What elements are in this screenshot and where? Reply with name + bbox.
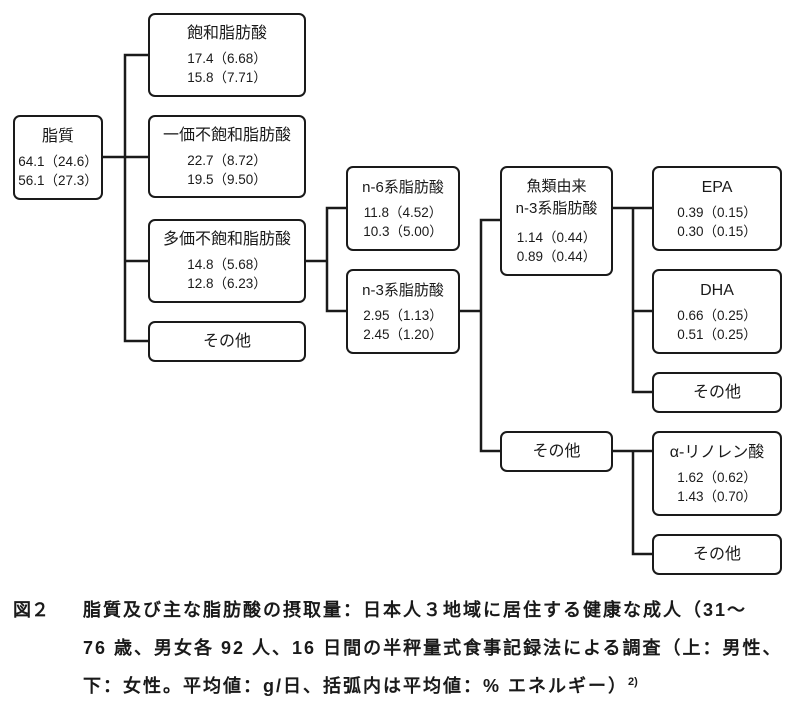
node-value-upper: 0.39（0.15）	[677, 204, 757, 220]
node-title: その他	[202, 332, 251, 350]
node-title: 一価不飽和脂肪酸	[162, 126, 291, 144]
node-value-upper: 17.4（6.68）	[187, 51, 267, 66]
n3-fatty-acid-node: n-3系脂肪酸 2.95（1.13） 2.45（1.20）	[346, 269, 460, 354]
node-title: n-6系脂肪酸	[362, 178, 444, 196]
connector-lipid-trunk	[101, 53, 150, 343]
node-value-lower: 56.1（27.3）	[18, 172, 98, 188]
node-title: 多価不飽和脂肪酸	[162, 231, 291, 248]
node-title: 脂質	[41, 127, 74, 145]
fish-n3-other-node: その他	[652, 372, 782, 413]
polyunsaturated-fatty-acid-node: 多価不飽和脂肪酸 14.8（5.68） 12.8（6.23）	[148, 219, 306, 303]
node-value-upper: 11.8（4.52）	[363, 204, 443, 220]
figure-label: 図２	[13, 600, 49, 620]
caption-line-3-text: 下：女性。平均値：g/日、括弧内は平均値：% エネルギー）	[83, 676, 628, 696]
caption-line-3: 下：女性。平均値：g/日、括弧内は平均値：% エネルギー）2)	[83, 667, 795, 705]
node-value-lower: 19.5（9.50）	[187, 171, 267, 187]
node-title: その他	[532, 442, 581, 460]
figure-caption: 脂質及び主な脂肪酸の摂取量：日本人３地域に居住する健康な成人（31～ 76 歳、…	[83, 591, 795, 705]
alpha-linolenic-acid-node: α-リノレン酸 1.62（0.62） 1.43（0.70）	[652, 431, 782, 516]
node-value-upper: 14.8（5.68）	[187, 257, 267, 272]
caption-line-2: 76 歳、男女各 92 人、16 日間の半秤量式食事記録法による調査（上：男性、	[83, 638, 783, 658]
node-value-upper: 64.1（24.6）	[18, 153, 98, 169]
node-title: その他	[692, 545, 741, 563]
node-value-upper: 22.7（8.72）	[187, 152, 267, 168]
lipid-other-node: その他	[148, 321, 306, 362]
node-value-lower: 15.8（7.71）	[187, 70, 267, 85]
epa-node: EPA 0.39（0.15） 0.30（0.15）	[652, 166, 782, 251]
node-value-upper: 1.14（0.44）	[516, 230, 597, 245]
node-value-lower: 0.51（0.25）	[677, 326, 757, 342]
node-value-lower: 10.3（5.00）	[363, 223, 443, 239]
alpha-linolenic-other-node: その他	[652, 534, 782, 575]
node-title: α-リノレン酸	[669, 443, 765, 461]
node-title: DHA	[700, 281, 734, 299]
node-value-upper: 2.95（1.13）	[363, 307, 443, 323]
connector-polyunsaturated-branch	[304, 206, 348, 313]
node-title-line2: n-3系脂肪酸	[515, 200, 598, 217]
node-value-lower: 0.30（0.15）	[677, 223, 757, 239]
caption-reference: 2)	[628, 676, 638, 688]
node-title-line1: 魚類由来	[526, 178, 587, 195]
connector-lines	[101, 53, 654, 556]
node-value-lower: 1.43（0.70）	[677, 488, 757, 504]
node-title: n-3系脂肪酸	[362, 281, 444, 299]
fish-derived-n3-node: 魚類由来 n-3系脂肪酸 1.14（0.44） 0.89（0.44）	[500, 166, 613, 276]
connector-n3-other-branch	[611, 449, 654, 556]
dha-node: DHA 0.66（0.25） 0.51（0.25）	[652, 269, 782, 354]
saturated-fatty-acid-node: 飽和脂肪酸 17.4（6.68） 15.8（7.71）	[148, 13, 306, 97]
node-value-lower: 2.45（1.20）	[363, 326, 443, 342]
node-value-lower: 12.8（6.23）	[187, 276, 267, 291]
connector-fish-n3-branch	[611, 206, 654, 394]
caption-line-1: 脂質及び主な脂肪酸の摂取量：日本人３地域に居住する健康な成人（31～	[83, 600, 748, 620]
connector-n3-branch	[458, 218, 502, 453]
node-value-upper: 1.62（0.62）	[677, 469, 757, 485]
node-title: 飽和脂肪酸	[186, 25, 267, 42]
n6-fatty-acid-node: n-6系脂肪酸 11.8（4.52） 10.3（5.00）	[346, 166, 460, 251]
node-title: EPA	[701, 178, 733, 196]
node-value-lower: 0.89（0.44）	[516, 249, 597, 264]
lipid-node: 脂質 64.1（24.6） 56.1（27.3）	[13, 115, 103, 200]
n3-other-node: その他	[500, 431, 613, 472]
node-title: その他	[692, 383, 741, 401]
monounsaturated-fatty-acid-node: 一価不飽和脂肪酸 22.7（8.72） 19.5（9.50）	[148, 115, 306, 198]
node-value-upper: 0.66（0.25）	[677, 307, 757, 323]
